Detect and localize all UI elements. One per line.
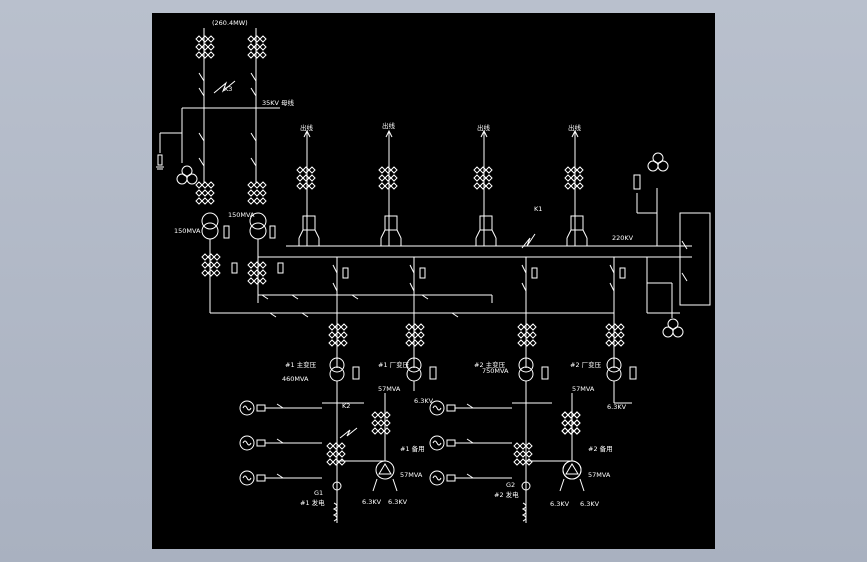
v63-d-label: 6.3KV (388, 498, 408, 506)
v63-c-label: 6.3KV (362, 498, 382, 506)
aux1-rating-label: 57MVA (400, 471, 423, 479)
line4-label: 出线 (568, 123, 582, 132)
left-motor-group-2 (429, 400, 512, 486)
g1-name-label: #1 发电 (300, 498, 325, 507)
k2-label: K2 (342, 402, 350, 410)
feeder-breakers (332, 257, 626, 313)
aux2-rating-label: 57MVA (588, 471, 611, 479)
line1-label: 出线 (300, 123, 314, 132)
t2-rating-label: 57MVA (378, 385, 401, 393)
bus-35kv (182, 28, 280, 109)
v63-b-label: 6.3KV (607, 403, 627, 411)
line2-label: 出线 (382, 121, 396, 130)
aux-transformer-right (561, 391, 632, 480)
aux1-name-label: #1 备用 (400, 444, 425, 453)
interconnection-lines (210, 294, 614, 318)
gen-section-1 (322, 393, 398, 523)
aux2-name-label: #2 备用 (588, 444, 613, 453)
t2-name-label: #1 厂变压 (378, 360, 410, 369)
t3-rating-label: 750MVA (482, 367, 509, 375)
left-motor-group-1 (239, 400, 322, 486)
drawing-canvas: (260.4MW) 35KV 母线 K3 150MVA 150MVA 出线 出线… (152, 13, 715, 549)
unit-bays (328, 313, 637, 488)
t3-name-label: #2 主变压 (474, 360, 506, 369)
top-line-label: (260.4MW) (212, 19, 248, 27)
outgoing-lines (296, 129, 588, 249)
v63-e-label: 6.3KV (550, 500, 570, 508)
g1-label: G1 (314, 489, 323, 497)
g2-label: G2 (506, 481, 515, 489)
right-bay (633, 152, 711, 338)
g2-name-label: #2 发电 (494, 490, 519, 499)
bus-35kv-label: 35KV 母线 (262, 98, 295, 107)
main-transformer-group (195, 108, 284, 313)
diagram-labels: (260.4MW) 35KV 母线 K3 150MVA 150MVA 出线 出线… (174, 19, 634, 508)
bus-220kv (258, 245, 692, 258)
t4-rating-label: 57MVA (572, 385, 595, 393)
t4-name-label: #2 厂变压 (570, 360, 602, 369)
tr150a-label: 150MVA (174, 227, 201, 235)
gen-section-2 (512, 393, 585, 523)
t1-name-label: #1 主变压 (285, 360, 317, 369)
k1-label: K1 (534, 205, 542, 213)
bus-220kv-label: 220KV (612, 234, 634, 242)
tr150b-label: 150MVA (228, 211, 255, 219)
t1-rating-label: 460MVA (282, 375, 309, 383)
v63-a-label: 6.3KV (414, 397, 434, 405)
line3-label: 出线 (477, 123, 491, 132)
single-line-diagram: (260.4MW) 35KV 母线 K3 150MVA 150MVA 出线 出线… (155, 19, 711, 523)
left-pt-group (155, 108, 198, 185)
v63-f-label: 6.3KV (580, 500, 600, 508)
k3-label: K3 (224, 85, 232, 93)
